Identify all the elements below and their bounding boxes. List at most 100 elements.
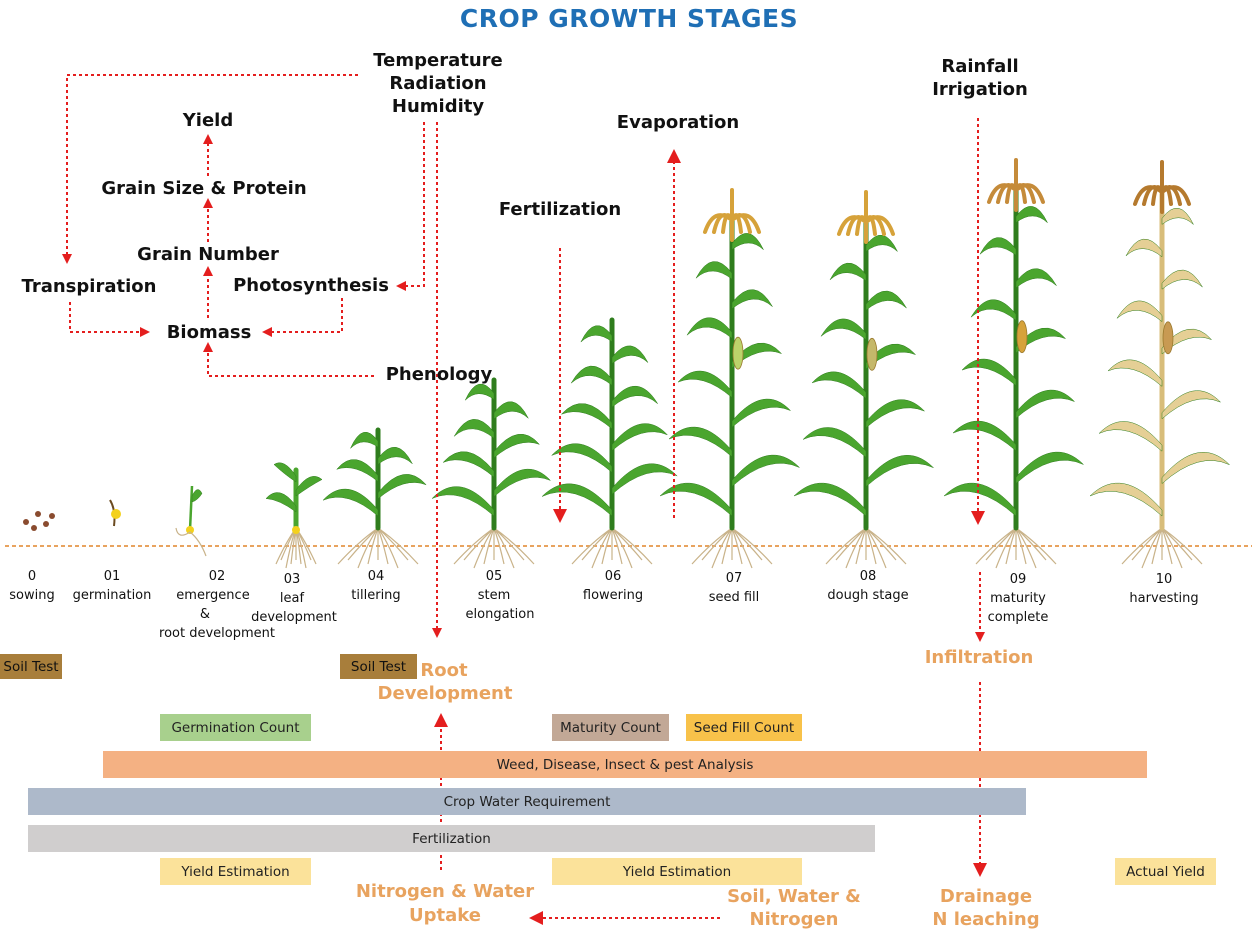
plant-leaf — [820, 318, 867, 341]
stage-name: maturity — [990, 591, 1046, 606]
stage-name: seed fill — [708, 590, 760, 605]
arrow-temperature-to-photosynthesis — [396, 122, 425, 291]
plant-leaf — [865, 399, 925, 429]
bar-weed-analysis: Weed, Disease, Insect & pest Analysis — [103, 751, 1147, 778]
plant-leaf — [611, 423, 668, 452]
plant-leaf — [970, 299, 1017, 321]
bar-crop-water: Crop Water Requirement — [28, 788, 1026, 815]
plant-leaf — [541, 483, 613, 517]
plant-ear — [866, 337, 878, 371]
plant-leaf — [865, 290, 907, 311]
plant-leaf — [273, 462, 297, 483]
stage-name: tillering — [351, 588, 401, 603]
bar-actual-yield: Actual Yield — [1115, 858, 1216, 885]
seedling-roots — [175, 527, 207, 557]
plant-roots — [975, 527, 1057, 569]
stage-name: harvesting — [1129, 591, 1199, 606]
plant-leaf — [1161, 328, 1212, 355]
stage-03: 03 leaf development — [244, 570, 344, 627]
plant-leaf — [677, 370, 733, 399]
plant-leaf — [1161, 208, 1194, 225]
bar-fertilization: Fertilization — [28, 825, 875, 852]
label-soil-water: Soil, Water & — [727, 886, 861, 907]
stage-name: leaf — [279, 591, 305, 606]
plant-leaf — [1107, 359, 1163, 387]
plant-leaf — [668, 426, 733, 458]
plant-leaf — [611, 385, 658, 408]
stage-name: stem — [477, 588, 511, 603]
plant-roots — [571, 527, 653, 569]
plant-leaf — [1161, 452, 1230, 485]
stage-number: 10 — [1155, 572, 1173, 587]
plant-leaf — [731, 289, 773, 310]
plant-tassel — [987, 158, 1045, 212]
stage-line3: root development — [159, 626, 275, 641]
plant-leaf — [377, 447, 413, 465]
plant-leaf — [561, 403, 613, 430]
plant-leaf — [464, 383, 495, 401]
plant-tassel — [703, 188, 761, 242]
stage-07: 07 seed fill — [694, 569, 774, 607]
plant-leaf — [453, 419, 495, 439]
seed — [23, 519, 29, 525]
stage-name: dough stage — [827, 588, 909, 603]
plant-leaf — [731, 454, 800, 487]
label-yield: Yield — [182, 110, 234, 131]
stage-number: 06 — [604, 569, 622, 584]
plant-leaf — [322, 488, 379, 517]
label-irrigation: Irrigation — [932, 79, 1028, 100]
label-development: Development — [377, 683, 513, 704]
bar-seed-fill-count: Seed Fill Count — [686, 714, 802, 741]
plant-leaf — [1015, 327, 1066, 354]
plant-ear — [1162, 321, 1174, 355]
plant-leaf — [829, 262, 867, 282]
seed — [31, 525, 37, 531]
label-drainage: Drainage — [939, 886, 1033, 907]
label-phenology: Phenology — [385, 364, 493, 385]
plant-leaf — [865, 235, 898, 252]
label-humidity: Humidity — [391, 96, 485, 117]
arrow-photosynthesis-to-biomass — [262, 298, 343, 337]
seed-emerging — [186, 526, 194, 534]
bar-soil-test-2: Soil Test — [340, 654, 417, 679]
arrow-phenology-to-biomass — [203, 342, 374, 377]
plant-leaf — [1098, 421, 1163, 452]
label-grain-size-protein: Grain Size & Protein — [101, 178, 307, 199]
plant-roots — [453, 527, 535, 569]
seed-base — [292, 526, 300, 534]
stage-number: 0 — [27, 569, 37, 584]
plant-tassel — [837, 190, 895, 244]
stage-name: flowering — [582, 588, 644, 603]
label-evaporation: Evaporation — [616, 112, 740, 133]
plant-leaf — [191, 489, 203, 503]
plant-leaf — [961, 358, 1017, 387]
stage-08: 08 dough stage — [816, 567, 920, 605]
seed — [35, 511, 41, 517]
arrow-temperature-to-transpiration — [62, 74, 358, 264]
plant-leaf — [943, 482, 1017, 517]
stage-number: 05 — [485, 569, 503, 584]
label-fertilization: Fertilization — [498, 199, 622, 220]
stage-01: 01 germination — [66, 567, 158, 605]
stage-10: 10 harvesting — [1116, 570, 1212, 608]
stage-line2: & — [199, 607, 211, 622]
plant-leaf — [580, 325, 613, 343]
plant-leaf — [1116, 300, 1163, 323]
plant-roots — [691, 527, 773, 569]
plant-leaf — [1125, 238, 1163, 258]
plant-leaf — [731, 398, 791, 428]
bar-soil-test-1: Soil Test — [0, 654, 62, 679]
stage-05: 05 stem elongation — [450, 567, 550, 624]
plant-leaf — [979, 237, 1017, 256]
plant-leaf — [1015, 268, 1057, 289]
label-photosynthesis: Photosynthesis — [233, 275, 389, 296]
plant-leaf — [802, 427, 867, 458]
arrow-transpiration-to-biomass — [69, 302, 150, 337]
stage-number: 03 — [283, 572, 301, 587]
plant-leaf — [493, 401, 529, 420]
label-temperature: Temperature — [373, 50, 503, 71]
seedling-stem — [188, 485, 194, 531]
label-nitrogen: Nitrogen — [749, 909, 839, 930]
plant-leaf — [265, 492, 297, 513]
